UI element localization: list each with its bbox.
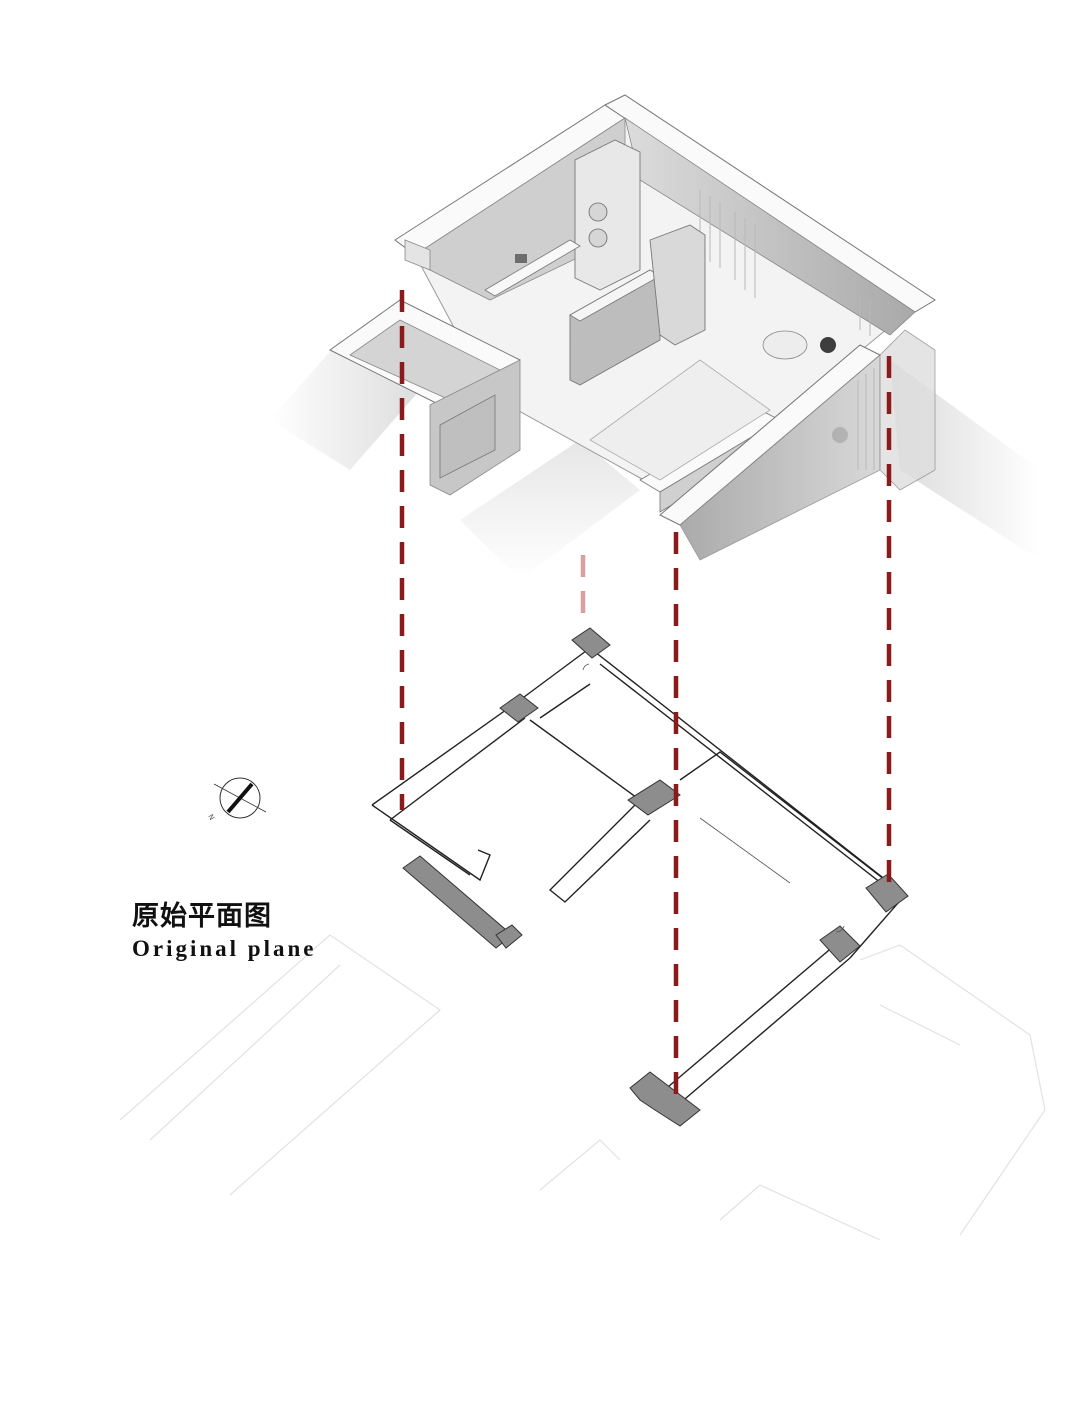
plant-1 <box>820 337 836 353</box>
washer-1 <box>588 202 608 222</box>
wall-right-end <box>879 329 936 491</box>
curtains-back <box>699 190 871 336</box>
plan-solid-walls <box>402 627 909 1127</box>
3d-model <box>270 94 1040 580</box>
laptop <box>515 254 527 263</box>
plan-details <box>582 663 845 933</box>
plan-walls <box>371 647 906 1111</box>
desk <box>484 239 581 297</box>
title-english: Original plane <box>132 936 317 961</box>
title-block: 原始平面图 Original plane <box>132 900 317 964</box>
entry-door <box>439 394 496 479</box>
wall-end-left <box>404 239 431 271</box>
armchair <box>762 330 808 360</box>
faded-neighbour-center <box>460 440 640 580</box>
compass-north-icon: N <box>206 777 267 822</box>
floor-rug <box>589 359 771 481</box>
curtains-front <box>857 368 875 470</box>
column <box>649 224 706 346</box>
svg-text:N: N <box>206 813 216 822</box>
laundry-cabinet <box>574 139 641 291</box>
washer-2 <box>588 228 608 248</box>
title-chinese: 原始平面图 <box>132 901 272 932</box>
projection-guides <box>399 290 892 1108</box>
floor-plan <box>119 627 1046 1241</box>
plan-context <box>119 934 1046 1241</box>
